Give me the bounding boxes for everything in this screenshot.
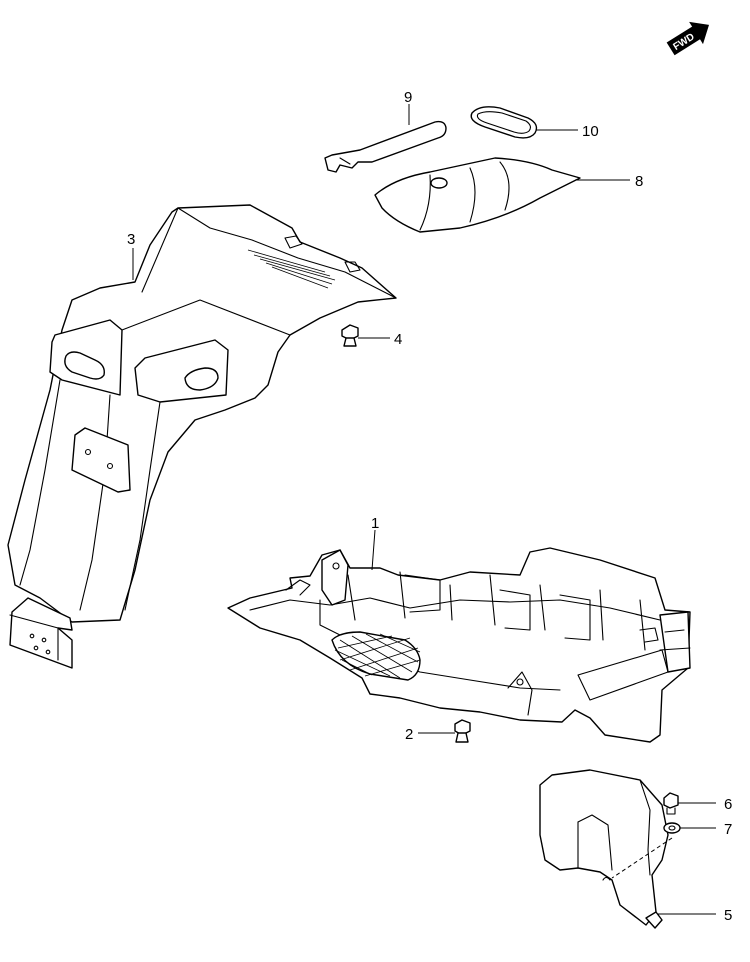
callout-9: 9	[404, 89, 412, 106]
part-8-pouch	[374, 157, 581, 233]
part-4-bolt	[341, 324, 359, 347]
install-line	[611, 837, 673, 879]
callout-8: 8	[635, 173, 643, 190]
callout-6: 6	[724, 796, 732, 813]
part-3-rear-fender	[7, 204, 397, 669]
callout-2: 2	[405, 726, 413, 743]
callout-7: 7	[724, 821, 732, 838]
callout-5: 5	[724, 907, 732, 924]
leader-lines	[132, 104, 716, 915]
part-2-bolt	[454, 719, 471, 743]
part-1-inner-fender	[227, 547, 691, 743]
part-10-band	[470, 106, 538, 139]
part-6-bolt	[663, 792, 679, 815]
callout-4: 4	[394, 331, 402, 348]
part-9-strap	[324, 120, 447, 173]
part-7-washer	[663, 822, 681, 834]
callout-10: 10	[582, 123, 599, 140]
callout-1: 1	[371, 515, 379, 532]
callout-3: 3	[127, 231, 135, 248]
part-5-side-cover	[539, 769, 669, 929]
fwd-arrow-icon: FWD	[666, 21, 710, 56]
